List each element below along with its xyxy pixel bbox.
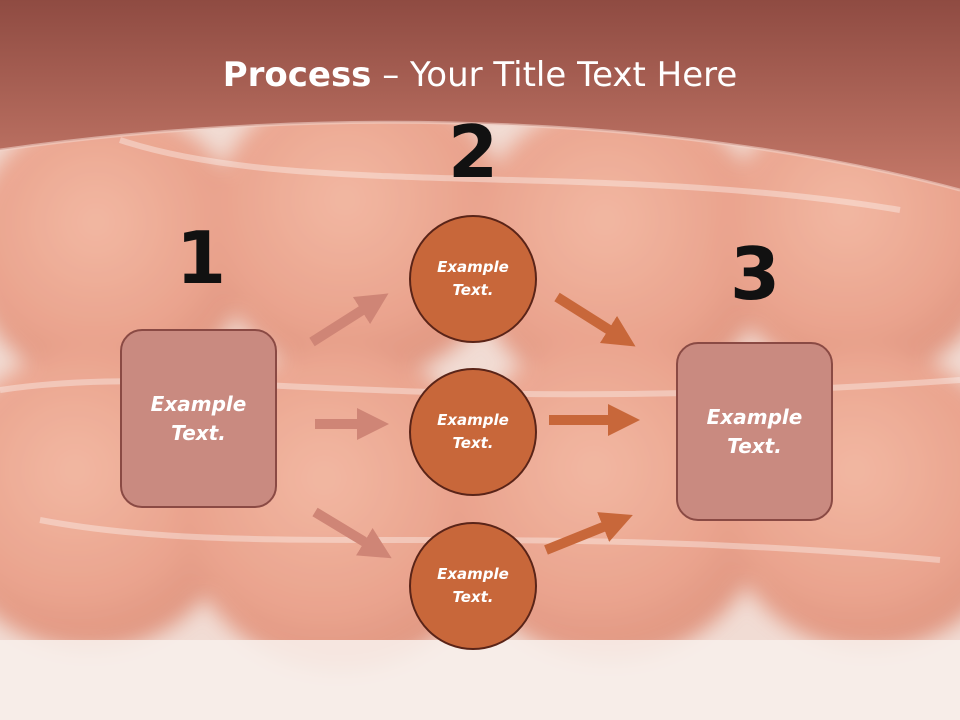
slide-title: Process – Your Title Text Here [0, 52, 960, 98]
step-number-2: 2 [448, 110, 499, 194]
title-bold: Process [222, 55, 372, 95]
title-rest: – Your Title Text Here [371, 55, 738, 95]
step-number-3: 3 [730, 232, 781, 316]
step-number-1: 1 [176, 216, 227, 300]
